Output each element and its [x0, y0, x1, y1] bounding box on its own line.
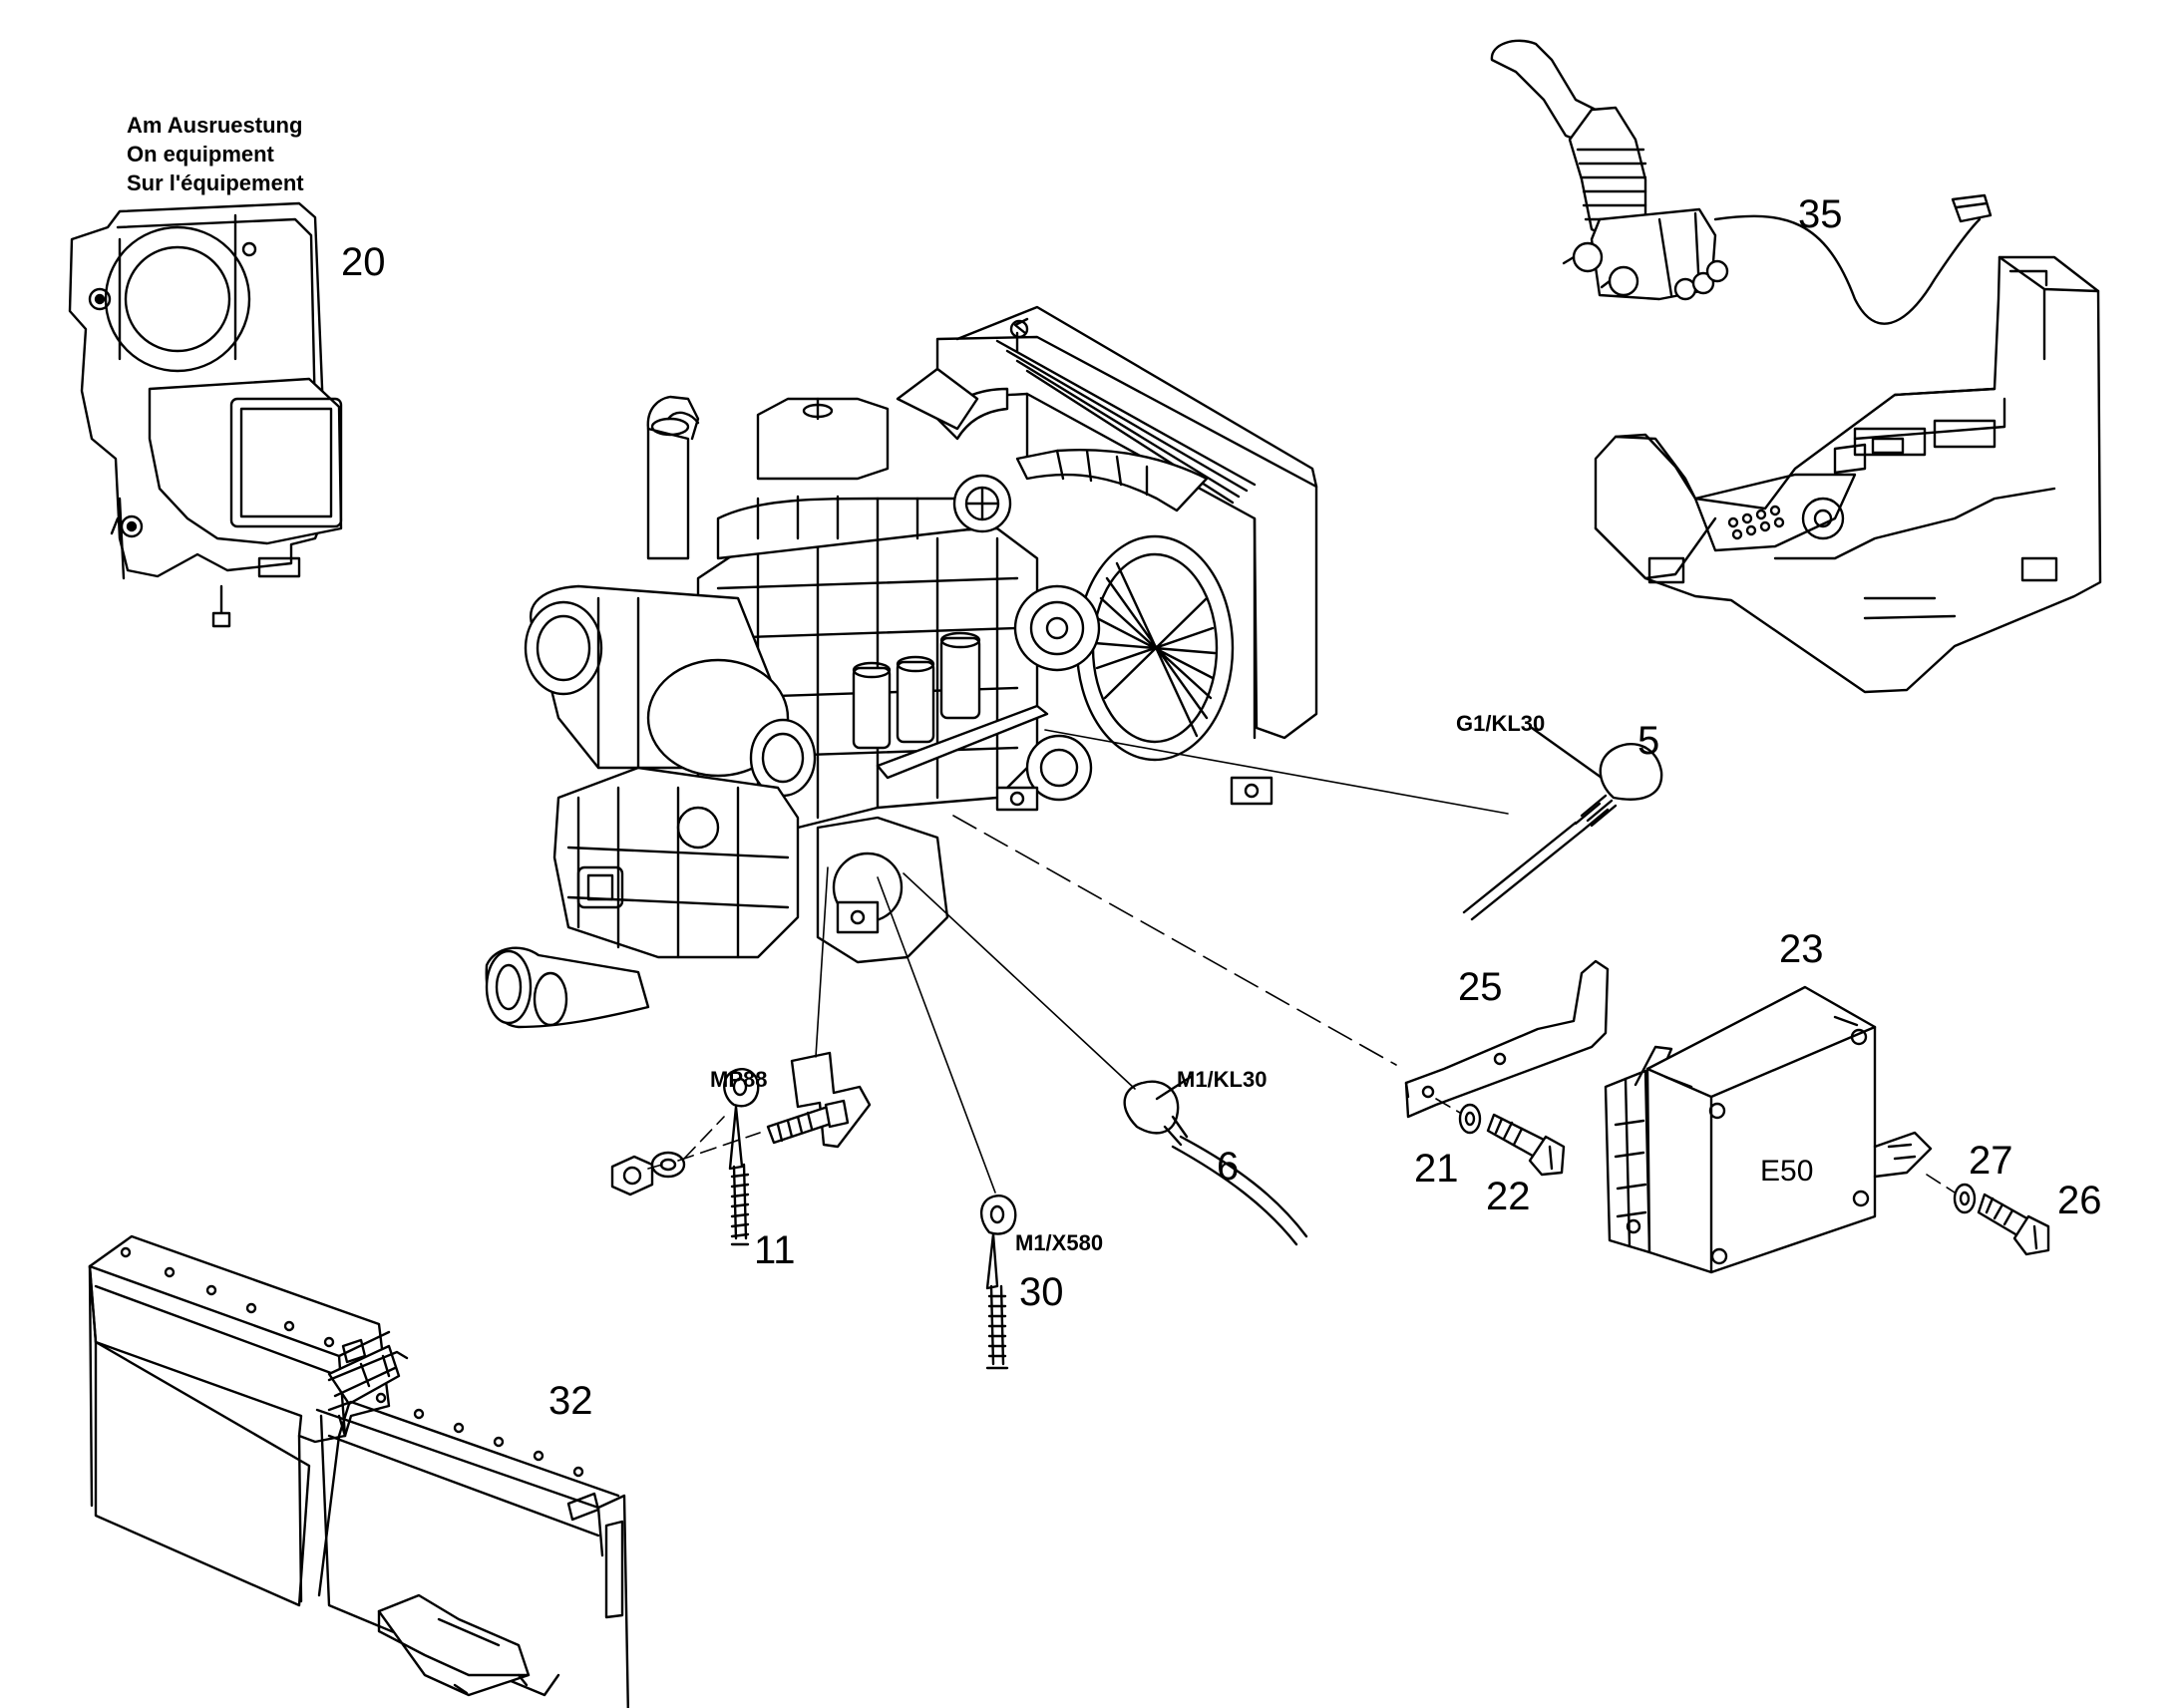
note-line-2: On equipment [127, 142, 274, 167]
tag-g1-kl30: G1/KL30 [1456, 711, 1546, 736]
note-line-1: Am Ausruestung [127, 113, 303, 138]
leader-lines [647, 729, 1956, 1194]
control-console [1594, 255, 2102, 694]
bolt-26 [1953, 1183, 2050, 1256]
tag-mp88: MP88 [710, 1067, 768, 1092]
joystick-35 [1490, 39, 1993, 325]
leader-25 [952, 815, 1397, 1066]
callout-23: 23 [1779, 927, 1824, 971]
callout-21: 21 [1414, 1147, 1459, 1191]
cable-5 [1462, 726, 1663, 921]
bolt-22 [1458, 1103, 1566, 1177]
callout-11: 11 [754, 1228, 796, 1272]
callout-27: 27 [1969, 1139, 2013, 1183]
leader-30 [877, 876, 996, 1194]
callout-25: 25 [1458, 965, 1503, 1009]
callout-35: 35 [1798, 192, 1843, 236]
control-unit-23 [1604, 985, 1933, 1274]
callout-26: 26 [2057, 1179, 2102, 1222]
leader-bolt-nut [647, 1132, 761, 1170]
callout-30: 30 [1019, 1270, 1064, 1314]
leader-6 [903, 872, 1136, 1090]
leader-5 [1044, 729, 1509, 815]
leader-21 [1435, 1098, 1461, 1114]
engine-assembly [485, 305, 1318, 1029]
tag-m1-x580: M1/X580 [1015, 1230, 1104, 1255]
note-line-3: Sur l'équipement [127, 171, 304, 195]
cable-6 [1123, 1075, 1308, 1246]
callout-20: 20 [341, 240, 386, 284]
callout-32: 32 [548, 1379, 593, 1423]
label-e50: E50 [1760, 1155, 1814, 1188]
leader-mp88 [815, 866, 829, 1058]
batteries-32 [88, 1234, 630, 1708]
leader-11 [683, 1116, 725, 1160]
leader-27 [1926, 1174, 1956, 1194]
tag-m1-kl30: M1/KL30 [1177, 1067, 1268, 1092]
callout-5: 5 [1637, 719, 1660, 763]
horn-assembly-20 [68, 201, 343, 628]
bracket-25 [1404, 959, 1610, 1119]
cable-30 [980, 1195, 1017, 1370]
callout-22: 22 [1486, 1175, 1531, 1218]
callout-6: 6 [1217, 1145, 1240, 1189]
ground-point-mp88 [610, 1051, 872, 1246]
